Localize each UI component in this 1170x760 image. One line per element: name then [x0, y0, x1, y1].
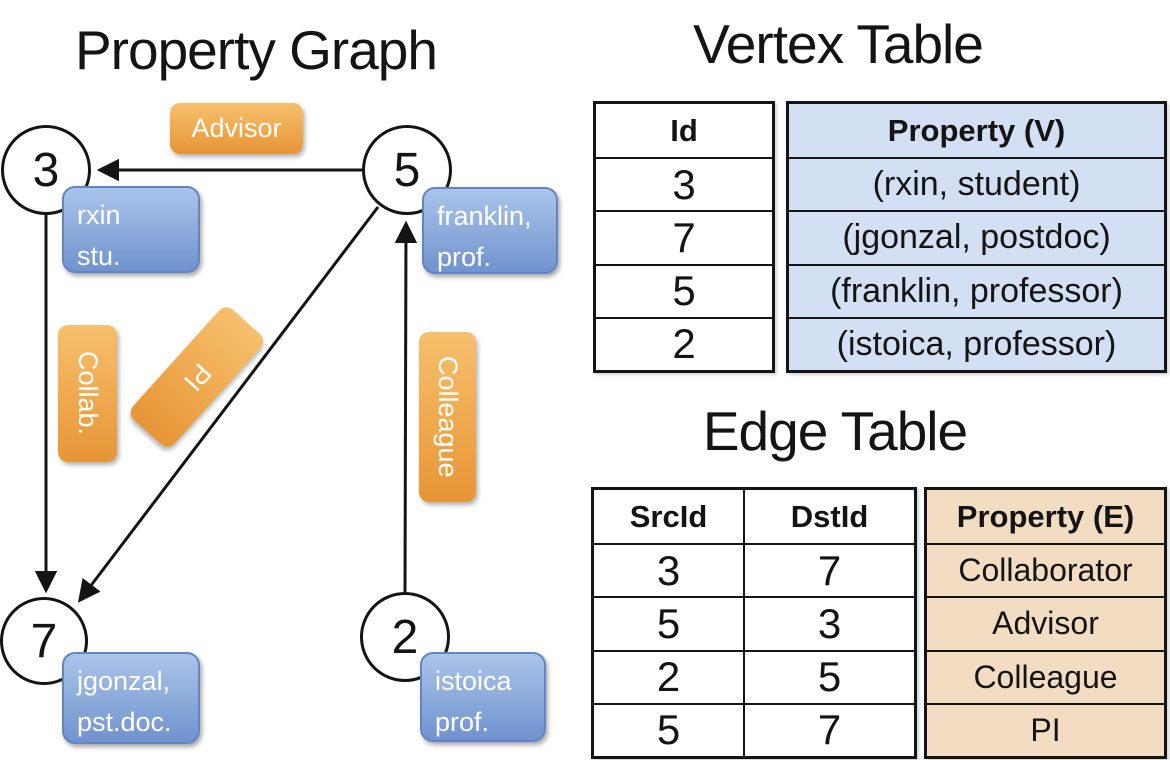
edge-table-srcid-cell: 3: [594, 543, 743, 596]
vertex-node-id: 7: [30, 614, 58, 668]
vertex-property-line: pst.doc.: [77, 706, 172, 737]
edge-table-srcid-cell: 2: [594, 649, 743, 703]
edge-table-header-srcid: SrcId: [629, 498, 708, 534]
edge-table-header-dstid: DstId: [743, 490, 914, 544]
edge-table-property-cell: Collaborator: [927, 543, 1164, 597]
vertex-table-property-cell: (istoica, professor): [789, 316, 1164, 370]
vertex-property-line: prof.: [435, 706, 490, 737]
edge-pi-5-to-7: [77, 206, 380, 603]
vertex-node-id: 3: [32, 143, 60, 197]
edge-label-collaborator: Collab.: [58, 325, 117, 462]
edge-table-dstid-cell: 7: [743, 702, 914, 756]
edge-label-advisor: Advisor: [170, 103, 303, 154]
edge-table-dstid-cell: 3: [743, 596, 914, 650]
edge-table-srcid-cell: 5: [594, 702, 743, 756]
vertex-property-card-istoica: istoica prof.: [420, 652, 546, 742]
edge-table-header-property: Property (E): [927, 490, 1164, 544]
vertex-table-id-cell: 5: [596, 263, 772, 317]
vertex-property-line: stu.: [77, 240, 121, 271]
edge-table-dstid-cell: 5: [743, 649, 914, 703]
vertex-node-id: 2: [391, 610, 419, 664]
vertex-table-id-cell: 7: [596, 210, 772, 263]
vertex-table-id-cell: 3: [596, 157, 772, 210]
vertex-property-line: rxin: [77, 200, 121, 230]
edge-table-dstid-cell: 7: [743, 543, 914, 597]
vertex-table-property-cell: (franklin, professor): [789, 263, 1164, 317]
vertex-property-line: prof.: [437, 241, 492, 272]
vertex-node-3: 3: [1, 125, 91, 215]
edge-table-id-columns: SrcId DstId 3 7 5 3 2 5 5 7: [591, 487, 917, 759]
edge-table-property-cell: PI: [927, 702, 1164, 756]
edge-table-property-cell: Colleague: [927, 649, 1164, 703]
vertex-property-line: istoica: [435, 666, 512, 696]
vertex-table-id-column: Id 3 7 5 2: [593, 101, 775, 373]
edge-table-property-column: Property (E) Collaborator Advisor Collea…: [924, 487, 1167, 759]
edge-table-srcid-cell: 5: [594, 596, 743, 649]
vertex-property-card-jgonzal: jgonzal, pst.doc.: [62, 652, 200, 744]
vertex-table-id-cell: 2: [596, 316, 772, 370]
vertex-node-id: 5: [393, 143, 421, 197]
edge-table-title: Edge Table: [702, 400, 968, 462]
vertex-property-line: franklin,: [437, 201, 532, 231]
property-graph-title: Property Graph: [74, 19, 438, 81]
vertex-property-line: jgonzal,: [77, 666, 171, 696]
vertex-table-property-column: Property (V) (rxin, student) (jgonzal, p…: [786, 101, 1167, 373]
edge-label-colleague: Colleague: [419, 332, 476, 502]
vertex-property-card-franklin: franklin, prof.: [422, 187, 558, 274]
vertex-table-property-cell: (jgonzal, postdoc): [789, 210, 1164, 264]
edge-colleague-2-to-5: [394, 220, 418, 594]
vertex-table-title: Vertex Table: [693, 13, 984, 75]
vertex-table-header-property: Property (V): [789, 104, 1164, 158]
vertex-table-property-cell: (rxin, student): [789, 157, 1164, 211]
vertex-table-header-id: Id: [670, 112, 698, 148]
edge-table-property-cell: Advisor: [927, 596, 1164, 650]
vertex-property-card-rxin: rxin stu.: [62, 186, 200, 273]
